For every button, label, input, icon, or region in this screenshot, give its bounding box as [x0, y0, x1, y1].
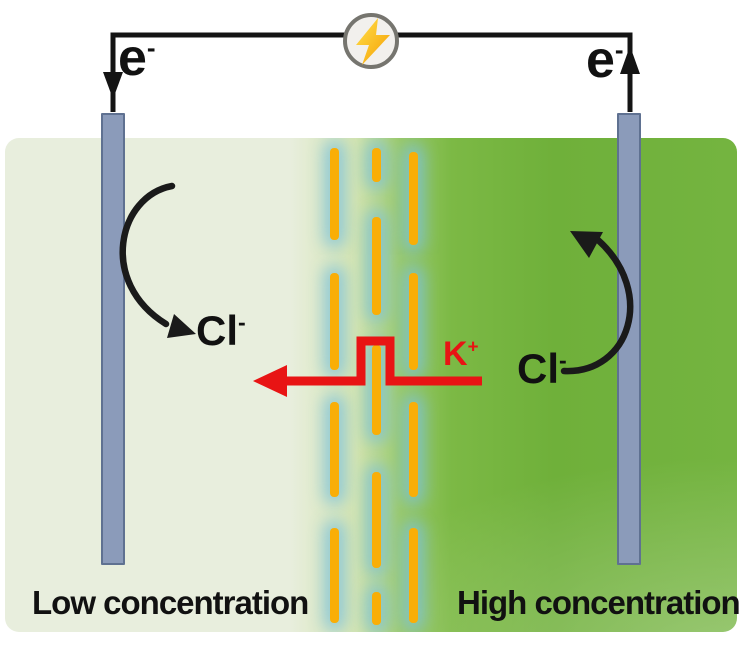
membrane-bar [330, 402, 339, 497]
low-concentration-label: Low concentration [32, 584, 309, 621]
chloride-symbol: Cl [517, 345, 559, 392]
chloride-reaction-arrow-right [560, 236, 634, 375]
chloride-label-right: Cl- [517, 348, 567, 390]
membrane-bar [330, 528, 339, 623]
potassium-charge: + [467, 335, 479, 357]
membrane-bar [372, 345, 381, 435]
potassium-label: K+ [443, 337, 478, 371]
high-concentration-label: High concentration [457, 584, 741, 621]
electron-label-left: e- [118, 32, 156, 84]
membrane-bar [409, 402, 418, 497]
chloride-arrow-left-head-icon [167, 314, 196, 338]
membrane-bar [330, 273, 339, 370]
membrane-bar [409, 152, 418, 245]
chloride-label-left: Cl- [196, 310, 246, 352]
chloride-reaction-arrow-left [119, 182, 176, 328]
electron-flow-arrow-left-icon [103, 72, 123, 99]
potassium-symbol: K [443, 335, 468, 373]
membrane-bar [330, 148, 339, 240]
membrane-bar [372, 592, 381, 625]
electron-symbol: e [118, 29, 147, 87]
membrane-bar [372, 472, 381, 568]
electron-charge: - [146, 32, 156, 63]
ion-selective-membrane [300, 138, 440, 632]
chloride-charge: - [238, 309, 246, 335]
chloride-arrow-right-head-icon [570, 231, 603, 258]
electron-symbol: e [586, 31, 615, 89]
chloride-charge: - [559, 347, 567, 373]
membrane-bar [409, 528, 418, 623]
left-electrode [101, 113, 125, 565]
potassium-transport-path [270, 336, 482, 386]
electron-flow-arrow-right-icon [620, 46, 640, 74]
lightning-bolt-icon [356, 18, 390, 65]
electron-charge: - [614, 34, 624, 65]
potassium-arrow-head-icon [253, 365, 287, 397]
membrane-bar [372, 148, 381, 182]
chloride-symbol: Cl [196, 307, 238, 354]
membrane-bar [372, 217, 381, 315]
membrane-bar [409, 273, 418, 370]
electron-label-right: e- [586, 34, 624, 86]
